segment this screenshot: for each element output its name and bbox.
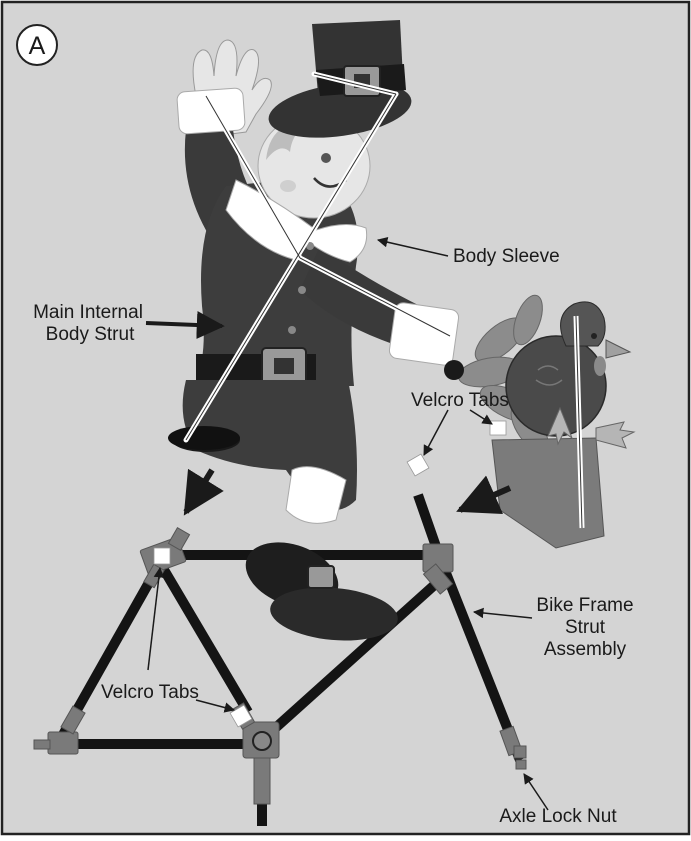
- label-bike-frame-line2: Strut: [565, 617, 606, 638]
- panel-badge: A: [17, 25, 57, 65]
- label-bike-frame-line1: Bike Frame: [536, 595, 633, 616]
- label-main-strut-line1: Main Internal: [33, 302, 143, 323]
- label-body-sleeve: Body Sleeve: [453, 246, 560, 267]
- label-velcro-tabs-bottom: Velcro Tabs: [101, 682, 199, 703]
- label-velcro-tabs-top: Velcro Tabs: [411, 390, 509, 411]
- label-axle-lock-nut: Axle Lock Nut: [499, 806, 617, 827]
- label-main-strut-line2: Body Strut: [46, 324, 135, 345]
- label-bike-frame-line3: Assembly: [544, 639, 627, 660]
- panel-badge-letter: A: [29, 32, 46, 60]
